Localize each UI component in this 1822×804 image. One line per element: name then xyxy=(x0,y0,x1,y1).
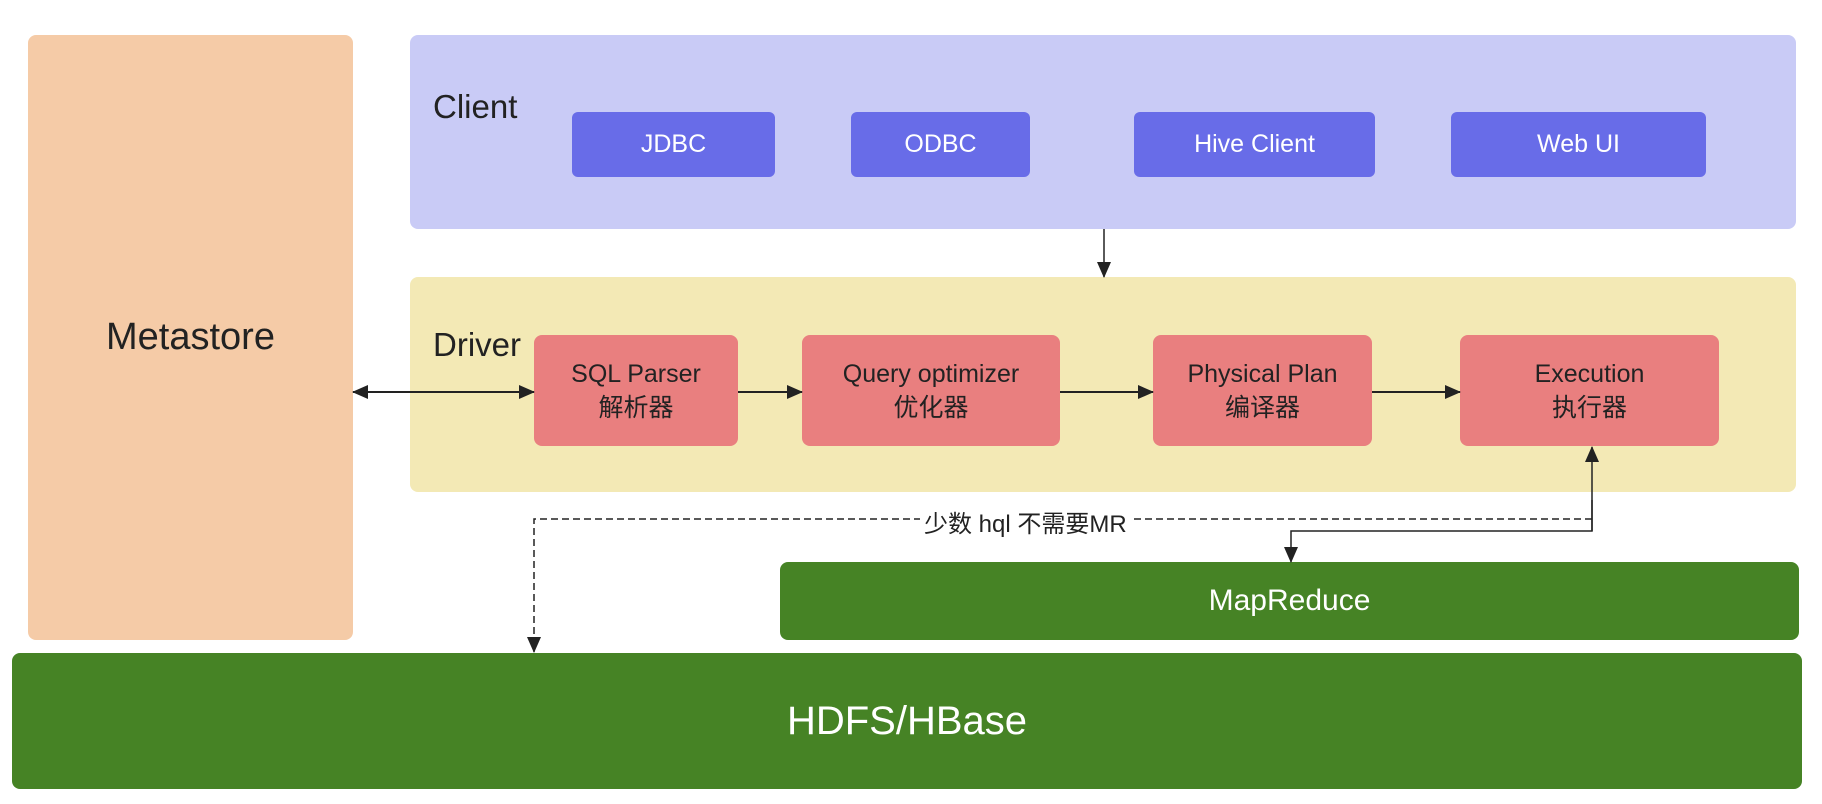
step-en: Query optimizer xyxy=(842,359,1020,388)
step-execution: Execution 执行器 xyxy=(1460,335,1719,446)
step-sql-parser: SQL Parser 解析器 xyxy=(534,335,738,446)
metastore-label: Metastore xyxy=(106,316,275,358)
client-hive-client: Hive Client xyxy=(1134,112,1375,177)
mapreduce-label: MapReduce xyxy=(1208,584,1371,617)
step-zh: 解析器 xyxy=(598,393,674,422)
step-zh: 执行器 xyxy=(1551,393,1627,422)
step-en: Execution xyxy=(1534,359,1645,388)
step-en: Physical Plan xyxy=(1187,359,1338,388)
client-jdbc: JDBC xyxy=(572,112,775,177)
arrow-execution-hdfs-dashed xyxy=(527,518,1592,653)
step-zh: 编译器 xyxy=(1224,393,1300,422)
mapreduce-box: MapReduce xyxy=(780,562,1799,640)
hdfs-hbase-label: HDFS/HBase xyxy=(786,698,1028,743)
step-zh: 优化器 xyxy=(893,393,969,422)
client-web-ui: Web UI xyxy=(1451,112,1706,177)
driver-label: Driver xyxy=(433,326,521,363)
client-odbc: ODBC xyxy=(851,112,1030,177)
metastore-box: Metastore xyxy=(28,35,353,640)
arrow-execution-mapreduce xyxy=(1284,500,1593,563)
no-mr-note: 少数 hql 不需要MR xyxy=(920,504,1131,539)
hdfs-hbase-box: HDFS/HBase xyxy=(12,653,1802,789)
step-en: SQL Parser xyxy=(571,359,701,388)
step-physical-plan: Physical Plan 编译器 xyxy=(1153,335,1372,446)
step-query-optimizer: Query optimizer 优化器 xyxy=(802,335,1060,446)
client-label: Client xyxy=(433,88,518,125)
